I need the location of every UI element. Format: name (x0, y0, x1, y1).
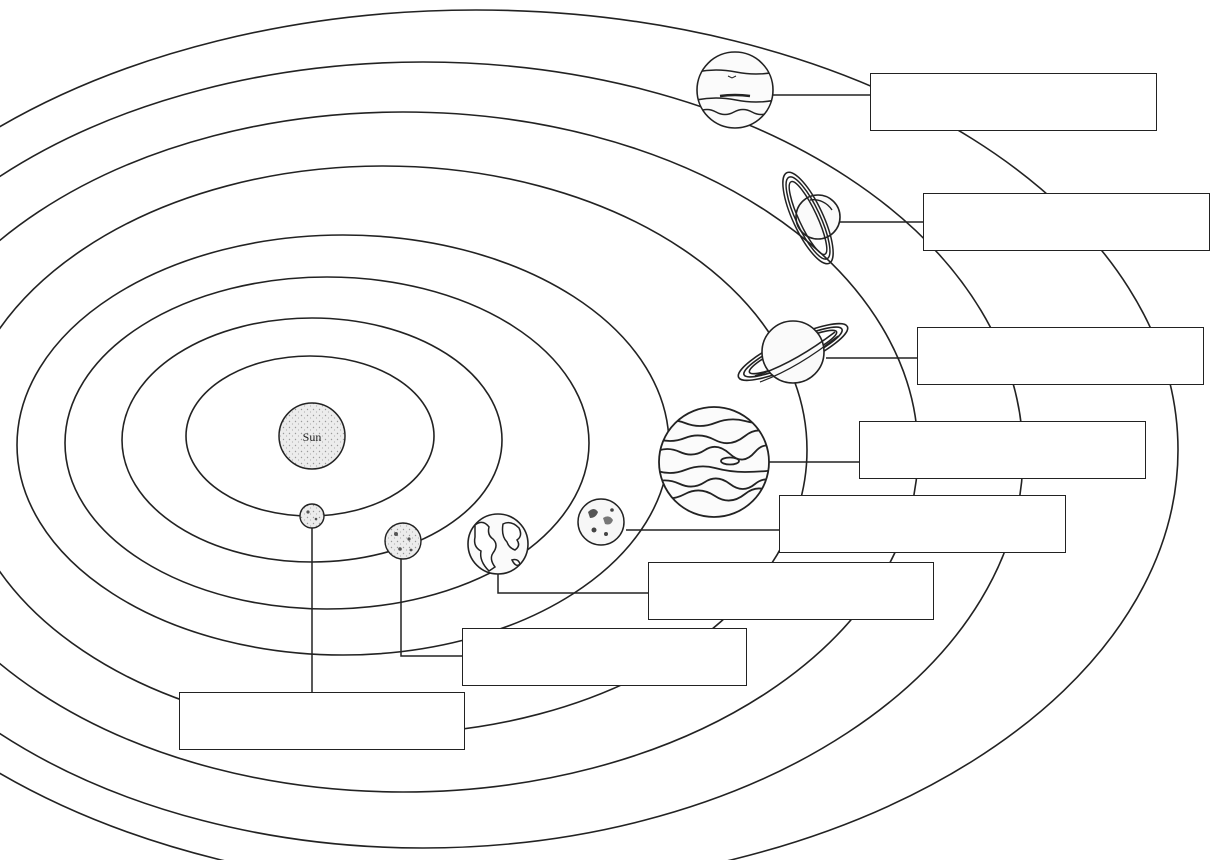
sun-label: Sun (303, 430, 322, 444)
planet-mars (578, 499, 624, 545)
label-box-earth[interactable] (648, 562, 934, 620)
planet-earth (468, 514, 528, 574)
label-box-saturn[interactable] (917, 327, 1204, 385)
sun: Sun (279, 403, 345, 469)
orbit-saturn (0, 112, 918, 792)
label-box-venus[interactable] (462, 628, 747, 686)
leader-venus (401, 558, 462, 656)
label-box-mercury[interactable] (179, 692, 465, 750)
planet-uranus (773, 166, 842, 269)
label-box-uranus[interactable] (923, 193, 1210, 251)
leader-earth (498, 574, 648, 593)
planet-saturn (733, 314, 854, 390)
planet-neptune (696, 52, 776, 128)
label-box-mars[interactable] (779, 495, 1066, 553)
label-box-neptune[interactable] (870, 73, 1157, 131)
label-box-jupiter[interactable] (859, 421, 1146, 479)
planet-jupiter (655, 407, 780, 517)
planet-venus (385, 523, 421, 559)
planet-mercury (300, 504, 324, 528)
